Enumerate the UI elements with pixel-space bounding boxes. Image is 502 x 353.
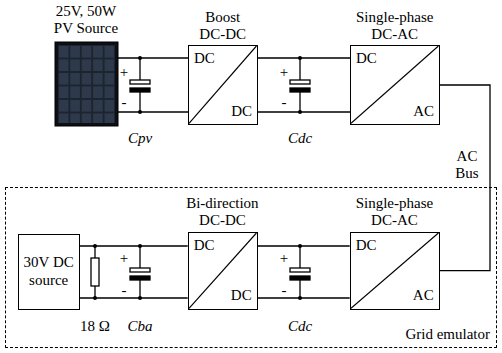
source-label: 30V DC source (23, 254, 75, 289)
wire-connector (258, 58, 350, 112)
wire-connector (258, 246, 350, 298)
plus-sign: + (120, 250, 128, 267)
plus-sign: + (120, 64, 128, 81)
port-label: DC (194, 50, 215, 67)
minus-sign: - (282, 282, 287, 299)
wiring (91, 58, 310, 298)
dc-source-box: 30V DC source (18, 234, 80, 310)
block-heading: Boost DC-DC (193, 9, 253, 44)
inverter-box: Single-phase DC-ACDCAC (350, 45, 440, 125)
port-label: AC (413, 103, 434, 120)
capacitor-name: Cdc (288, 130, 312, 147)
block-heading: Single-phase DC-AC (345, 9, 445, 44)
grid-emulator-region: Grid emulator 30V DC source Bi-direction D… (5, 187, 497, 348)
port-label: DC (231, 287, 252, 304)
region-title: Grid emulator (405, 326, 490, 343)
port-label: DC (356, 237, 377, 254)
bidirectional-converter: Bi-direction DC-DCDCDC (188, 232, 258, 310)
source-rating: 25V, 50W PV Source (46, 3, 126, 38)
port-label: AC (413, 287, 434, 304)
minus-sign: - (122, 94, 127, 111)
wire-connector (440, 85, 490, 271)
capacitor-name: Cba (127, 318, 152, 335)
capacitor-name: Cpv (128, 130, 152, 147)
block-heading: Single-phase DC-AC (344, 195, 444, 230)
capacitor-name: Cdc (288, 318, 312, 335)
wire-connector (80, 246, 188, 298)
plus-sign: + (280, 64, 288, 81)
plus-sign: + (280, 250, 288, 267)
resistor-value: 18 Ω (80, 318, 110, 335)
pv-panel (55, 42, 118, 126)
port-label: DC (231, 103, 252, 120)
boost-converter: Boost DC-DCDCDC (188, 45, 258, 125)
bus-label: AC Bus (449, 148, 485, 183)
junction-dots (93, 56, 302, 300)
minus-sign: - (122, 282, 127, 299)
minus-sign: - (282, 94, 287, 111)
inverter-box: Single-phase DC-ACDCAC (350, 232, 440, 310)
port-label: DC (356, 50, 377, 67)
port-label: DC (194, 237, 215, 254)
block-heading: Bi-direction DC-DC (172, 195, 272, 230)
